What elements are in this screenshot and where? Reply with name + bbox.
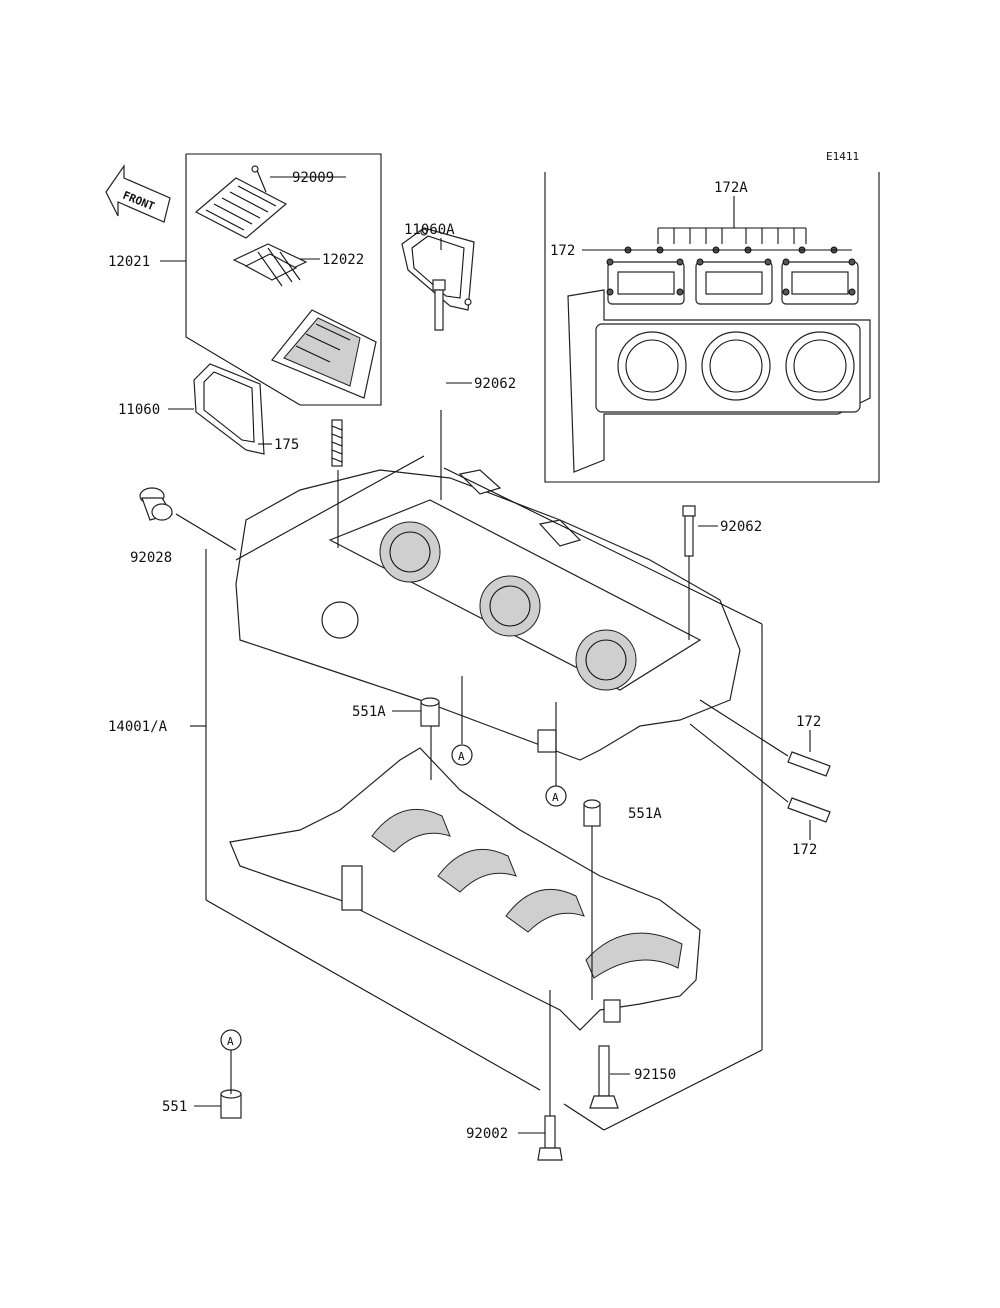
stud-172-lower	[787, 797, 831, 823]
label-551A-left: 551A	[352, 704, 386, 720]
dowel-551A-right	[583, 799, 601, 827]
lower-crankcase	[229, 747, 701, 1031]
callout-a-upper: A	[451, 744, 473, 766]
label-172-lower: 172	[792, 842, 817, 858]
label-172A: 172A	[714, 180, 748, 196]
callout-a-lower-letter: A	[227, 1035, 234, 1048]
bolt-92002	[537, 1115, 563, 1161]
upper-crankcase	[235, 469, 741, 761]
label-12021: 12021	[108, 254, 150, 270]
leader-lines	[160, 176, 811, 1134]
front-arrow-icon: FRONT	[105, 164, 171, 223]
stud-175	[331, 419, 343, 467]
bolt-92062-right	[682, 505, 696, 557]
label-92062-right: 92062	[720, 519, 762, 535]
dowel-551	[220, 1089, 242, 1119]
dowel-551A-left	[420, 697, 440, 727]
label-172-upper: 172	[796, 714, 821, 730]
gasket-11060A	[401, 227, 475, 311]
reed-stopper-plate	[194, 165, 288, 239]
label-551A-right: 551A	[628, 806, 662, 822]
bolt-92150	[589, 1045, 619, 1109]
stud-172-upper	[787, 751, 831, 777]
diagram-code: E1411	[826, 150, 859, 163]
label-172-inset: 172	[550, 243, 575, 259]
label-175: 175	[274, 437, 299, 453]
label-92062-top: 92062	[474, 376, 516, 392]
label-92009: 92009	[292, 170, 334, 186]
label-14001A: 14001/A	[108, 719, 168, 735]
label-11060A: 11060A	[404, 222, 455, 238]
label-92002: 92002	[466, 1126, 508, 1142]
upper-crankcase-inset	[544, 172, 880, 483]
reed-block	[271, 309, 377, 399]
callout-a-upper-letter: A	[458, 750, 465, 763]
label-12022: 12022	[322, 252, 364, 268]
reed-petals	[232, 243, 308, 287]
bolt-92062-top	[432, 279, 446, 331]
reed-valve-assembly-group	[185, 153, 382, 406]
label-11060: 11060	[118, 402, 160, 418]
label-551: 551	[162, 1099, 187, 1115]
callout-a-lower: A	[220, 1029, 242, 1051]
plug-92028	[139, 487, 173, 521]
gasket-11060	[193, 363, 265, 455]
label-92150: 92150	[634, 1067, 676, 1083]
callout-a-middle-letter: A	[552, 791, 559, 804]
label-92028: 92028	[130, 550, 172, 566]
callout-a-middle: A	[545, 785, 567, 807]
